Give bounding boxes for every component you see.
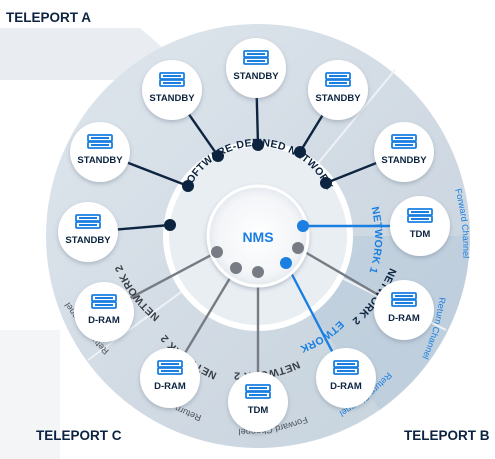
node-label: TDM [410, 229, 431, 240]
link-dot-2 [182, 180, 194, 192]
server-icon [407, 208, 433, 223]
node-label: STANDBY [149, 93, 195, 104]
link-dot-5 [294, 146, 306, 158]
node-4[interactable]: STANDBY [226, 38, 286, 98]
server-icon [333, 360, 359, 375]
link-dot-12 [211, 246, 223, 258]
node-bubble[interactable] [142, 60, 202, 120]
node-5[interactable]: STANDBY [308, 60, 368, 120]
node-bubble[interactable] [390, 196, 450, 256]
nms-label: NMS [242, 229, 273, 245]
server-icon [159, 72, 185, 87]
link-dot-11 [230, 262, 242, 274]
node-group: STANDBY STANDBY STANDBY STANDBY STANDBY STAND… [58, 38, 450, 432]
link-dot-9 [280, 257, 292, 269]
server-icon [157, 360, 183, 375]
teleport-c-band [0, 330, 60, 459]
node-label: STANDBY [233, 71, 279, 82]
node-1[interactable]: STANDBY [58, 202, 118, 262]
node-bubble[interactable] [316, 348, 376, 408]
link-dot-7 [297, 220, 309, 232]
server-icon [243, 50, 269, 65]
server-icon [87, 134, 113, 149]
node-bubble[interactable] [70, 122, 130, 182]
node-bubble[interactable] [226, 38, 286, 98]
node-9[interactable]: D-RAM [316, 348, 376, 408]
link-dot-8 [292, 242, 304, 254]
node-label: TDM [248, 405, 269, 416]
node-bubble[interactable] [58, 202, 118, 262]
node-8[interactable]: D-RAM [374, 280, 434, 340]
link-dot-3 [212, 150, 224, 162]
node-2[interactable]: STANDBY [70, 122, 130, 182]
node-11[interactable]: D-RAM [140, 348, 200, 408]
connection-dots [164, 139, 332, 278]
server-icon [391, 292, 417, 307]
node-label: D-RAM [388, 313, 420, 324]
node-bubble[interactable] [374, 280, 434, 340]
node-3[interactable]: STANDBY [142, 60, 202, 120]
server-icon [391, 134, 417, 149]
node-12[interactable]: D-RAM [74, 282, 134, 342]
node-bubble[interactable] [140, 348, 200, 408]
server-icon [325, 72, 351, 87]
node-label: STANDBY [315, 93, 361, 104]
link-dot-1 [164, 219, 176, 231]
link-dot-10 [252, 266, 264, 278]
node-label: STANDBY [77, 155, 123, 166]
node-bubble[interactable] [308, 60, 368, 120]
teleport-c-label: TELEPORT C [36, 428, 122, 443]
node-10[interactable]: TDM [228, 372, 288, 432]
server-icon [91, 294, 117, 309]
link-dot-4 [252, 139, 264, 151]
node-label: D-RAM [88, 315, 120, 326]
node-label: STANDBY [65, 235, 111, 246]
node-label: D-RAM [330, 381, 362, 392]
node-bubble[interactable] [374, 122, 434, 182]
node-bubble[interactable] [228, 372, 288, 432]
node-label: D-RAM [154, 381, 186, 392]
node-label: STANDBY [381, 155, 427, 166]
teleport-a-label: TELEPORT A [6, 10, 91, 25]
link-dot-6 [320, 177, 332, 189]
node-6[interactable]: STANDBY [374, 122, 434, 182]
server-icon [75, 214, 101, 229]
node-bubble[interactable] [74, 282, 134, 342]
teleport-b-label: TELEPORT B [404, 428, 490, 443]
node-7[interactable]: TDM [390, 196, 450, 256]
server-icon [245, 384, 271, 399]
